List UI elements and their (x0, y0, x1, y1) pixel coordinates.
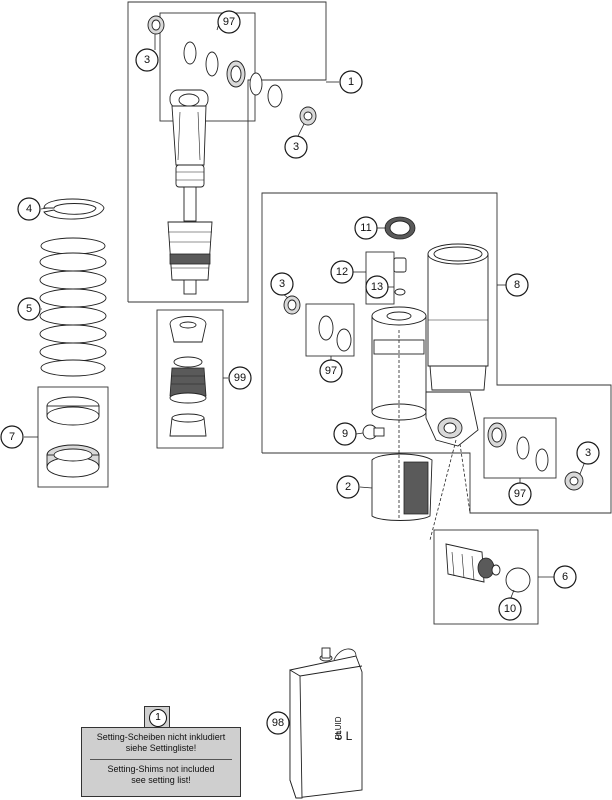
damper-assembly-frame (127, 1, 327, 303)
svg-text:99: 99 (234, 372, 246, 384)
svg-text:4: 4 (26, 203, 32, 215)
bump-rubber-set-99 (169, 316, 207, 437)
callout-3-right: 3 (576, 441, 600, 465)
callout-99: 99 (228, 366, 252, 390)
bump-rubber-frame-99 (156, 309, 224, 449)
svg-text:3: 3 (293, 141, 299, 153)
label-sticker-2 (371, 453, 433, 521)
fluid-label-word: FLUID (334, 716, 343, 739)
right-seal-parts (487, 422, 584, 491)
shock-body-8 (371, 243, 489, 447)
callout-97-left: 97 (319, 359, 343, 383)
callout-8: 8 (505, 273, 529, 297)
svg-text:97: 97 (514, 488, 526, 500)
fluid-can-98: FLUID 5 L (289, 647, 363, 799)
note-badge: 1 (144, 706, 170, 728)
callout-7: 7 (0, 425, 24, 449)
callout-10: 10 (498, 597, 522, 621)
callout-3-top-left: 3 (135, 48, 159, 72)
callout-13: 13 (365, 275, 389, 299)
svg-text:9: 9 (342, 428, 348, 440)
callout-12: 12 (330, 260, 354, 284)
reservoir-assembly-frame (261, 192, 612, 514)
svg-text:10: 10 (504, 603, 516, 615)
svg-text:2: 2 (345, 481, 351, 493)
note-de-line1: Setting-Scheiben nicht inkludiert (96, 732, 226, 742)
left-seal-parts (283, 295, 352, 352)
svg-text:1: 1 (348, 76, 354, 88)
seal-kit-frame-97-top (159, 12, 256, 122)
svg-text:97: 97 (325, 365, 337, 377)
note-divider (90, 759, 232, 760)
callout-4: 4 (17, 197, 41, 221)
note-de-line2: siehe Settingliste! (125, 743, 197, 753)
svg-text:12: 12 (336, 266, 348, 278)
svg-text:98: 98 (272, 717, 284, 729)
seal-kit-frame-97-left (305, 303, 355, 357)
svg-text:5: 5 (26, 303, 32, 315)
svg-text:8: 8 (514, 279, 520, 291)
svg-text:11: 11 (360, 222, 371, 234)
svg-text:7: 7 (9, 431, 15, 443)
note-en-line1: Setting-Shims not included (107, 764, 215, 774)
setting-shims-note: Setting-Scheiben nicht inkludiert siehe … (81, 727, 241, 797)
callout-3-mid-left: 3 (270, 272, 294, 296)
coil-spring-5 (39, 237, 107, 377)
svg-text:3: 3 (279, 278, 285, 290)
spring-clip-4 (43, 198, 105, 220)
adjuster-frame-12 (365, 251, 395, 305)
svg-text:6: 6 (562, 571, 568, 583)
note-badge-number: 1 (149, 709, 167, 727)
callout-11: 11 (354, 216, 378, 240)
leader-lines (24, 13, 585, 601)
damper-rod-assembly (167, 89, 213, 295)
top-seal-kit-parts (147, 15, 317, 126)
callout-5: 5 (17, 297, 41, 321)
callout-6: 6 (553, 565, 577, 589)
callout-97-right: 97 (508, 482, 532, 506)
adjuster-parts-11-13 (384, 216, 416, 296)
svg-text:3: 3 (144, 54, 150, 66)
fluid-label-volume: 5 L (336, 729, 353, 743)
callout-3-top-right: 3 (284, 135, 308, 159)
callout-97-top: 97 (217, 10, 241, 34)
callout-98: 98 (266, 711, 290, 735)
compression-valve-6 (445, 543, 531, 593)
svg-text:13: 13 (371, 281, 383, 293)
bleed-screw-9 (362, 424, 385, 440)
callout-2: 2 (336, 475, 360, 499)
callout-1: 1 (339, 70, 363, 94)
spring-retainer-rings-7 (46, 396, 100, 478)
svg-text:3: 3 (585, 447, 591, 459)
note-en-line2: see setting list! (131, 775, 191, 785)
callout-9: 9 (333, 422, 357, 446)
svg-text:97: 97 (223, 16, 235, 28)
